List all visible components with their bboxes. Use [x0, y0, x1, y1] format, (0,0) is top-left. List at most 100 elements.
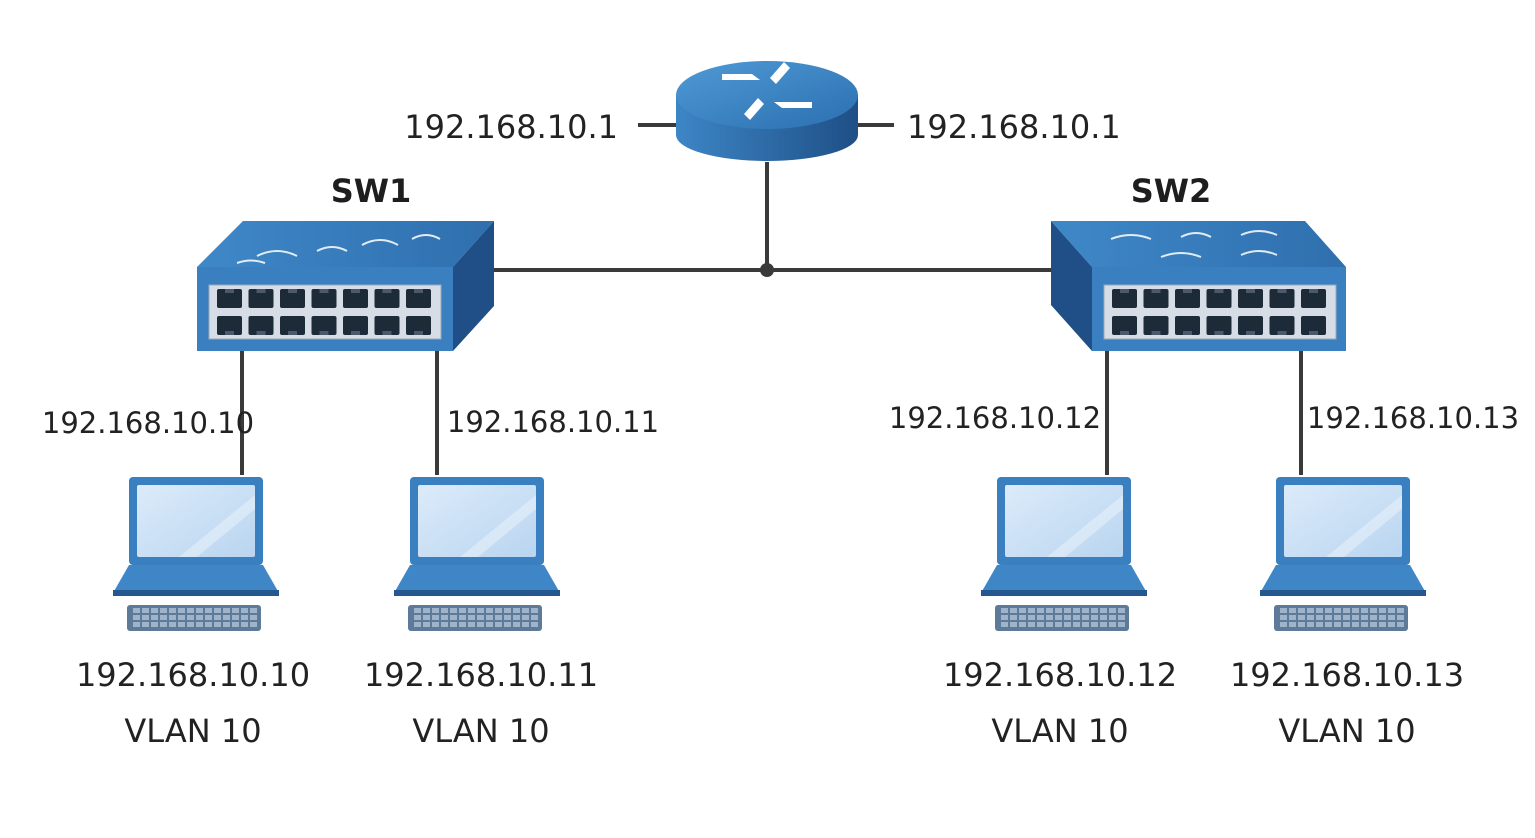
host-ip-2: 192.168.10.11	[364, 656, 598, 694]
switch-port[interactable]	[406, 316, 431, 335]
switch-port[interactable]	[248, 316, 274, 335]
switch-port-latch	[1246, 331, 1255, 335]
keyboard-key	[1316, 615, 1323, 620]
switch-port[interactable]	[1143, 316, 1169, 335]
switch-port[interactable]	[343, 289, 368, 308]
keyboard-key	[1028, 615, 1035, 620]
keyboard-key	[414, 622, 421, 627]
switch-port[interactable]	[343, 316, 368, 335]
keyboard-key	[187, 622, 194, 627]
keyboard-key	[1010, 622, 1017, 627]
keyboard-key	[160, 615, 167, 620]
keyboard-key	[1019, 615, 1026, 620]
keyboard-key	[1397, 615, 1404, 620]
switch-port-latch	[1183, 289, 1192, 293]
keyboard-key	[1298, 622, 1305, 627]
laptop-base	[981, 565, 1147, 593]
keyboard-key	[1280, 608, 1287, 613]
keyboard-key	[1388, 622, 1395, 627]
keyboard-key	[1055, 622, 1062, 627]
switch-port[interactable]	[1269, 289, 1295, 308]
keyboard-key	[1379, 615, 1386, 620]
laptop-base	[394, 565, 560, 593]
switch-port[interactable]	[217, 316, 242, 335]
sw1-ports	[217, 289, 431, 335]
switch-port-latch	[1246, 289, 1255, 293]
keyboard-key	[1073, 615, 1080, 620]
keyboard-key	[1289, 608, 1296, 613]
switch-port[interactable]	[1143, 289, 1169, 308]
switch-port[interactable]	[374, 316, 400, 335]
switch-port[interactable]	[248, 289, 274, 308]
keyboard-key	[205, 608, 212, 613]
keyboard-key	[477, 615, 484, 620]
switch-port[interactable]	[1175, 316, 1200, 335]
switch-port[interactable]	[1112, 316, 1137, 335]
switch-port[interactable]	[1206, 316, 1232, 335]
router-right-label: 192.168.10.1	[907, 108, 1121, 146]
keyboard-key	[450, 622, 457, 627]
switch-port[interactable]	[1301, 289, 1326, 308]
switch-port-latch	[319, 289, 329, 293]
switch-icon[interactable]	[197, 221, 494, 351]
keyboard-key	[241, 622, 248, 627]
switch-port[interactable]	[311, 289, 337, 308]
keyboard-key	[1073, 622, 1080, 627]
keyboard-key	[232, 608, 239, 613]
laptop-icon[interactable]	[113, 477, 279, 631]
keyboard-key	[178, 608, 185, 613]
junction-dot	[760, 263, 774, 277]
keyboard-key	[133, 622, 140, 627]
switch-port[interactable]	[1301, 316, 1326, 335]
keyboard-key	[495, 608, 502, 613]
switch-port[interactable]	[217, 289, 242, 308]
keyboard-key	[459, 622, 466, 627]
laptop-screen	[1284, 485, 1402, 557]
keyboard-key	[160, 608, 167, 613]
keyboard-key	[223, 608, 230, 613]
keyboard-key	[214, 615, 221, 620]
keyboard-key	[223, 622, 230, 627]
keyboard-key	[459, 608, 466, 613]
switch-port[interactable]	[1206, 289, 1232, 308]
keyboard-key	[450, 615, 457, 620]
keyboard-key	[1028, 608, 1035, 613]
link-label-host-1: 192.168.10.10	[42, 406, 254, 440]
switch-port[interactable]	[280, 316, 305, 335]
switch-port-latch	[1151, 289, 1161, 293]
switch-port[interactable]	[1175, 289, 1200, 308]
keyboard-key	[241, 615, 248, 620]
switch-port-latch	[256, 289, 266, 293]
switch-port[interactable]	[374, 289, 400, 308]
host-vlan-3: VLAN 10	[991, 712, 1128, 750]
keyboard-key	[504, 615, 511, 620]
switch-port[interactable]	[406, 289, 431, 308]
laptop-icon[interactable]	[981, 477, 1147, 631]
laptop-icon[interactable]	[1260, 477, 1426, 631]
keyboard-key	[441, 615, 448, 620]
router-icon[interactable]	[676, 61, 858, 161]
switch-port[interactable]	[1238, 316, 1263, 335]
switch-icon[interactable]	[1051, 221, 1346, 351]
laptop-base-edge	[394, 590, 560, 596]
laptop-base	[1260, 565, 1426, 593]
keyboard-key	[1046, 608, 1053, 613]
switch-port[interactable]	[311, 316, 337, 335]
switch-port-latch	[256, 331, 266, 335]
switch-port[interactable]	[1269, 316, 1295, 335]
laptop-icon[interactable]	[394, 477, 560, 631]
keyboard-key	[223, 615, 230, 620]
switch-port[interactable]	[280, 289, 305, 308]
switch-port[interactable]	[1112, 289, 1137, 308]
keyboard-key	[486, 622, 493, 627]
keyboard-key	[1100, 615, 1107, 620]
keyboard-key	[477, 608, 484, 613]
switch-port[interactable]	[1238, 289, 1263, 308]
host-vlan-2: VLAN 10	[412, 712, 549, 750]
keyboard-key	[513, 608, 520, 613]
keyboard-key	[1046, 622, 1053, 627]
keyboard-key	[1334, 615, 1341, 620]
keyboard-key	[1010, 608, 1017, 613]
keyboard-key	[1379, 608, 1386, 613]
